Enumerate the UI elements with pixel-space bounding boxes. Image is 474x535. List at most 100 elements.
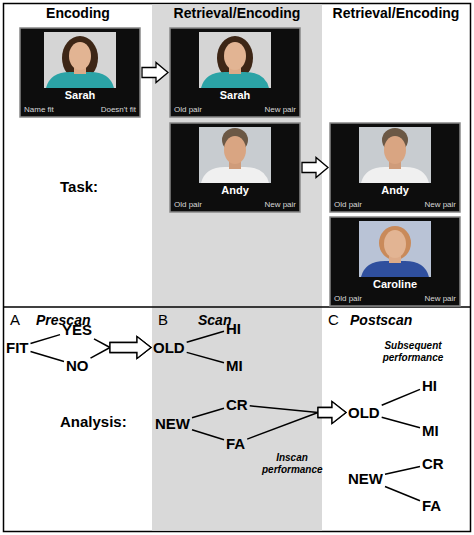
shirt — [361, 261, 429, 277]
branch-line — [385, 487, 420, 501]
response-option: Old pair — [174, 200, 202, 210]
photo-background — [199, 127, 271, 183]
panel-letter: B — [158, 311, 168, 329]
response-option: Name fit — [24, 105, 54, 115]
term-text: CR — [226, 396, 248, 413]
tree-term: NO — [66, 357, 89, 374]
branch-line — [187, 331, 224, 342]
term-text: FA — [226, 435, 245, 452]
photo-screen-graphic — [330, 217, 460, 306]
term-text: FIT — [6, 339, 29, 356]
face — [384, 136, 406, 164]
response-option: New pair — [264, 105, 296, 115]
response-option: Old pair — [174, 105, 202, 115]
screen-frame — [330, 123, 460, 212]
tree-term: OLD — [348, 404, 380, 421]
photo-screen-graphic — [170, 123, 300, 212]
tree-term: MI — [226, 357, 243, 374]
scan-band — [152, 5, 322, 531]
shirt — [46, 72, 114, 88]
shirt — [361, 167, 429, 183]
photo-background — [44, 32, 116, 88]
connector-line — [250, 406, 318, 413]
term-text: NEW — [155, 415, 190, 432]
response-option: Old pair — [334, 200, 362, 210]
tree-term: CR — [226, 396, 248, 413]
phase-name: Scan — [198, 312, 231, 329]
connector-line — [382, 389, 420, 405]
face — [224, 136, 246, 164]
annotation: Inscan performance — [262, 452, 322, 476]
screen-frame — [330, 217, 460, 306]
photo-screen-graphic — [20, 28, 140, 117]
photo-screen: AndyOld pairNew pair — [170, 123, 300, 212]
hollow-arrow — [110, 337, 151, 359]
transition-arrow — [142, 63, 168, 83]
photo-screen-graphic — [170, 28, 300, 117]
response-option: New pair — [264, 200, 296, 210]
tree-term: FIT — [6, 339, 29, 356]
term-text: OLD — [153, 339, 185, 356]
tree-term: NEW — [348, 470, 383, 487]
connector-line — [385, 466, 420, 474]
response-option: Doesn't fit — [101, 105, 136, 115]
person-name: Caroline — [330, 278, 460, 291]
term-text: MI — [422, 422, 439, 439]
connector-line — [94, 339, 110, 348]
term-text: FA — [422, 497, 441, 514]
branch-line — [382, 417, 420, 427]
person-name: Andy — [330, 184, 460, 197]
panel-letter: A — [10, 311, 20, 329]
connector-line — [382, 417, 420, 427]
face — [69, 42, 91, 70]
term-text: CR — [422, 455, 444, 472]
tree-term: MI — [422, 422, 439, 439]
phase-name: Postscan — [350, 312, 412, 329]
connector-line — [31, 335, 61, 344]
hollow-arrow — [110, 337, 151, 359]
person-name: Sarah — [20, 89, 140, 102]
hollow-arrow — [142, 63, 168, 83]
hollow-arrow — [302, 158, 328, 178]
transition-arrow — [250, 402, 346, 424]
screen-frame — [170, 28, 300, 117]
branch-line — [187, 352, 224, 362]
shirt — [201, 167, 269, 183]
connector-line — [91, 348, 111, 359]
transition-arrow — [302, 158, 328, 178]
connector-line — [31, 352, 65, 362]
transition-arrow — [247, 402, 346, 440]
connector-line — [187, 352, 224, 362]
face — [224, 42, 246, 70]
branch-line — [385, 466, 420, 474]
tree-term: NEW — [155, 415, 190, 432]
photo-screen: SarahOld pairNew pair — [170, 28, 300, 117]
column-heading: Encoding — [0, 5, 178, 22]
connector-line — [192, 408, 224, 417]
hollow-arrow — [318, 402, 346, 424]
photo-background — [359, 221, 431, 277]
transition-arrow — [91, 337, 152, 359]
photo-screen: CarolineOld pairNew pair — [330, 217, 460, 306]
transition-arrow — [94, 337, 151, 359]
term-text: HI — [422, 377, 437, 394]
shirt — [201, 72, 269, 88]
screen-frame — [170, 123, 300, 212]
hollow-arrow — [318, 402, 346, 424]
term-text: MI — [226, 357, 243, 374]
screen-frame — [20, 28, 140, 117]
term-text: OLD — [348, 404, 380, 421]
response-option: New pair — [424, 200, 456, 210]
tree-term: CR — [422, 455, 444, 472]
branch-line — [31, 335, 61, 344]
term-text: NO — [66, 357, 89, 374]
figure-border — [4, 4, 471, 532]
branch-line — [192, 408, 224, 417]
panel-letter: C — [328, 311, 339, 329]
term-text: NEW — [348, 470, 383, 487]
connector-line — [192, 430, 224, 440]
branch-line — [31, 352, 65, 362]
